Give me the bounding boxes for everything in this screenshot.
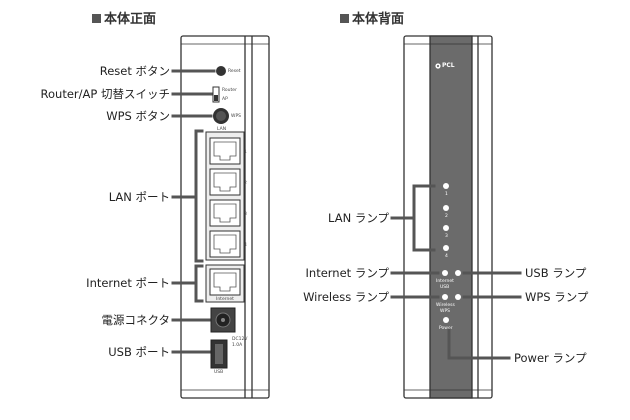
power-lamp-label: Power ランプ [514,351,587,365]
lamp4-text: 4 [445,254,448,259]
back-title: 本体背面 [340,8,404,27]
port1-text: 1 [244,150,247,155]
back-device-body [403,35,493,399]
internet-port [205,264,245,303]
reset-button [216,66,226,76]
lan-lamp-4 [443,245,449,251]
lamp-wireless-text: Wireless [436,303,455,308]
dc-text-2: 1.0A [232,343,243,348]
logo-icon [435,63,441,69]
lan-lamp-1 [443,183,449,189]
lan-ports [205,131,245,261]
power-connector [210,307,236,333]
lamps [442,183,461,323]
square-bullet-icon [92,14,101,23]
wps-lamp [455,294,461,300]
port3-text: 3 [244,212,247,217]
lan-lamp-2 [443,205,449,211]
logo-text: PCL [442,62,455,69]
front-leader-lines [171,69,216,354]
internet-port-label: Internet ポート [86,276,170,290]
wps-lamp-label: WPS ランプ [525,290,589,304]
wps-text: WPS [231,114,242,119]
internet-text: Internet [216,297,234,302]
wireless-lamp-label: Wireless ランプ [303,290,389,304]
router-ap-switch [212,86,220,103]
power-lamp [443,317,449,323]
router-text: Router [222,88,237,93]
reset-button-label: Reset ボタン [99,64,170,78]
usb-lamp [455,270,461,276]
lamp-power-text: Power [439,326,453,331]
usb-lamp-label: USB ランプ [525,266,587,280]
internet-lamp-label: Internet ランプ [305,266,389,280]
power-connector-label: 電源コネクタ [101,313,170,327]
lamp-internet-text: Internet [436,279,454,284]
internet-lamp [442,270,448,276]
wireless-lamp [442,294,448,300]
port4-text: 4 [244,243,247,248]
lamp3-text: 3 [445,234,448,239]
lamp1-text: 1 [445,192,448,197]
dc-text-1: DC12V [232,337,248,342]
usb-text: USB [214,370,224,375]
usb-port-label: USB ポート [108,345,170,359]
router-ap-switch-label: Router/AP 切替スイッチ [40,87,170,101]
front-title: 本体正面 [92,8,156,27]
square-bullet-icon [340,14,349,23]
lan-text: LAN [217,127,227,132]
reset-text: Reset [228,69,241,74]
lan-lamp-3 [443,225,449,231]
lan-lamp-label: LAN ランプ [328,211,389,225]
usb-port [210,339,228,369]
lan-port-label: LAN ポート [108,190,170,204]
lamp-usb-text: USB [440,285,450,290]
back-leader-lines [390,184,522,360]
wps-button-label: WPS ボタン [106,109,170,123]
lamp-wps-text: WPS [440,309,451,314]
ap-text: AP [222,97,228,102]
lamp2-text: 2 [445,214,448,219]
port2-text: 2 [244,181,247,186]
